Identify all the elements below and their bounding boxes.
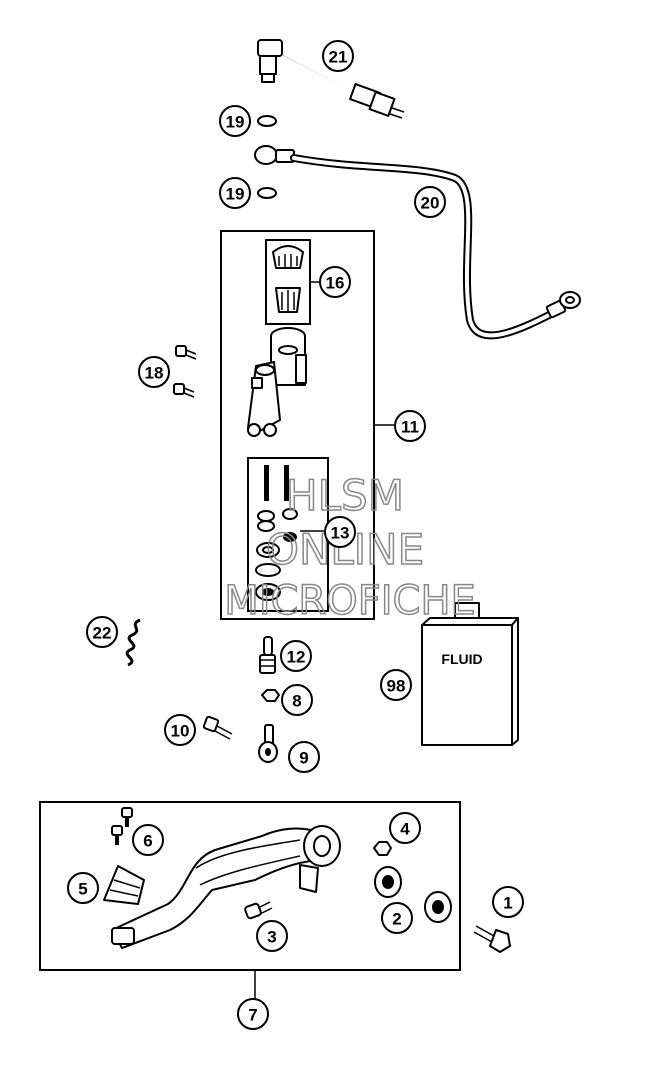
callout-label: 18 <box>145 364 164 383</box>
callout-label: 5 <box>78 880 87 899</box>
callout-22: 22 <box>86 616 118 648</box>
callout-7: 7 <box>237 998 269 1030</box>
callout-label: 19 <box>226 185 245 204</box>
pivot-nut <box>373 841 392 856</box>
return-spring <box>125 618 141 667</box>
callout-label: 10 <box>171 722 190 741</box>
callout-label: 9 <box>299 749 308 768</box>
callout-label: 13 <box>331 524 350 543</box>
master-cylinder-body <box>247 327 307 437</box>
mount-bolt <box>473 925 511 953</box>
callout-label: 8 <box>292 692 301 711</box>
callout-13: 13 <box>324 516 356 548</box>
callout-12: 12 <box>280 640 312 672</box>
tip-screws <box>111 807 133 845</box>
callout-9: 9 <box>288 741 320 773</box>
callout-1: 1 <box>492 886 524 918</box>
callout-11: 11 <box>394 410 426 442</box>
callout-label: 2 <box>392 910 401 929</box>
bearings <box>374 866 452 923</box>
callout-label: 6 <box>143 832 152 851</box>
callout-21: 21 <box>322 40 354 72</box>
fluid-label: FLUID <box>441 651 482 667</box>
clevis-bolt <box>202 715 233 740</box>
callout-label: 20 <box>421 194 440 213</box>
callout-16: 16 <box>319 266 351 298</box>
push-rod <box>259 636 276 674</box>
brake-pedal <box>111 825 341 949</box>
callout-label: 22 <box>93 624 112 643</box>
callout-20: 20 <box>414 186 446 218</box>
brake-pedal-group-box <box>39 801 461 971</box>
callout-label: 19 <box>226 113 245 132</box>
callout-98: 98 <box>380 669 412 701</box>
piston-set <box>255 465 298 601</box>
callout-label: 12 <box>287 648 306 667</box>
pedal-tip <box>103 865 145 905</box>
clevis <box>258 724 278 763</box>
callout-label: 16 <box>326 274 345 293</box>
callout-2: 2 <box>381 902 413 934</box>
callout-label: 3 <box>267 928 276 947</box>
callout-label: 1 <box>503 894 512 913</box>
brake-hose <box>254 145 581 340</box>
callout-19a: 19 <box>219 105 251 137</box>
callout-4: 4 <box>389 812 421 844</box>
callout-6: 6 <box>132 824 164 856</box>
brake-fluid-bottle: FLUID <box>421 602 519 746</box>
callout-label: 4 <box>400 820 410 839</box>
callout-label: 98 <box>387 677 406 696</box>
screw-pair <box>173 345 197 398</box>
o-ring-upper <box>257 115 277 127</box>
callout-10: 10 <box>164 714 196 746</box>
reservoir-cap <box>272 245 304 313</box>
watermark-line-1: HLSM <box>286 471 404 520</box>
callout-8: 8 <box>281 684 313 716</box>
callout-19b: 19 <box>219 177 251 209</box>
callout-label: 11 <box>401 418 419 437</box>
callout-3: 3 <box>256 920 288 952</box>
pivot-bolt <box>244 901 273 920</box>
callout-18: 18 <box>138 356 170 388</box>
nut <box>261 689 280 702</box>
brake-sensor-cable <box>257 39 405 119</box>
o-ring-lower <box>257 187 277 199</box>
callout-label: 21 <box>329 48 348 67</box>
callout-5: 5 <box>67 872 99 904</box>
watermark-line-3: MICROFICHE <box>224 578 476 624</box>
callout-label: 7 <box>248 1006 257 1025</box>
